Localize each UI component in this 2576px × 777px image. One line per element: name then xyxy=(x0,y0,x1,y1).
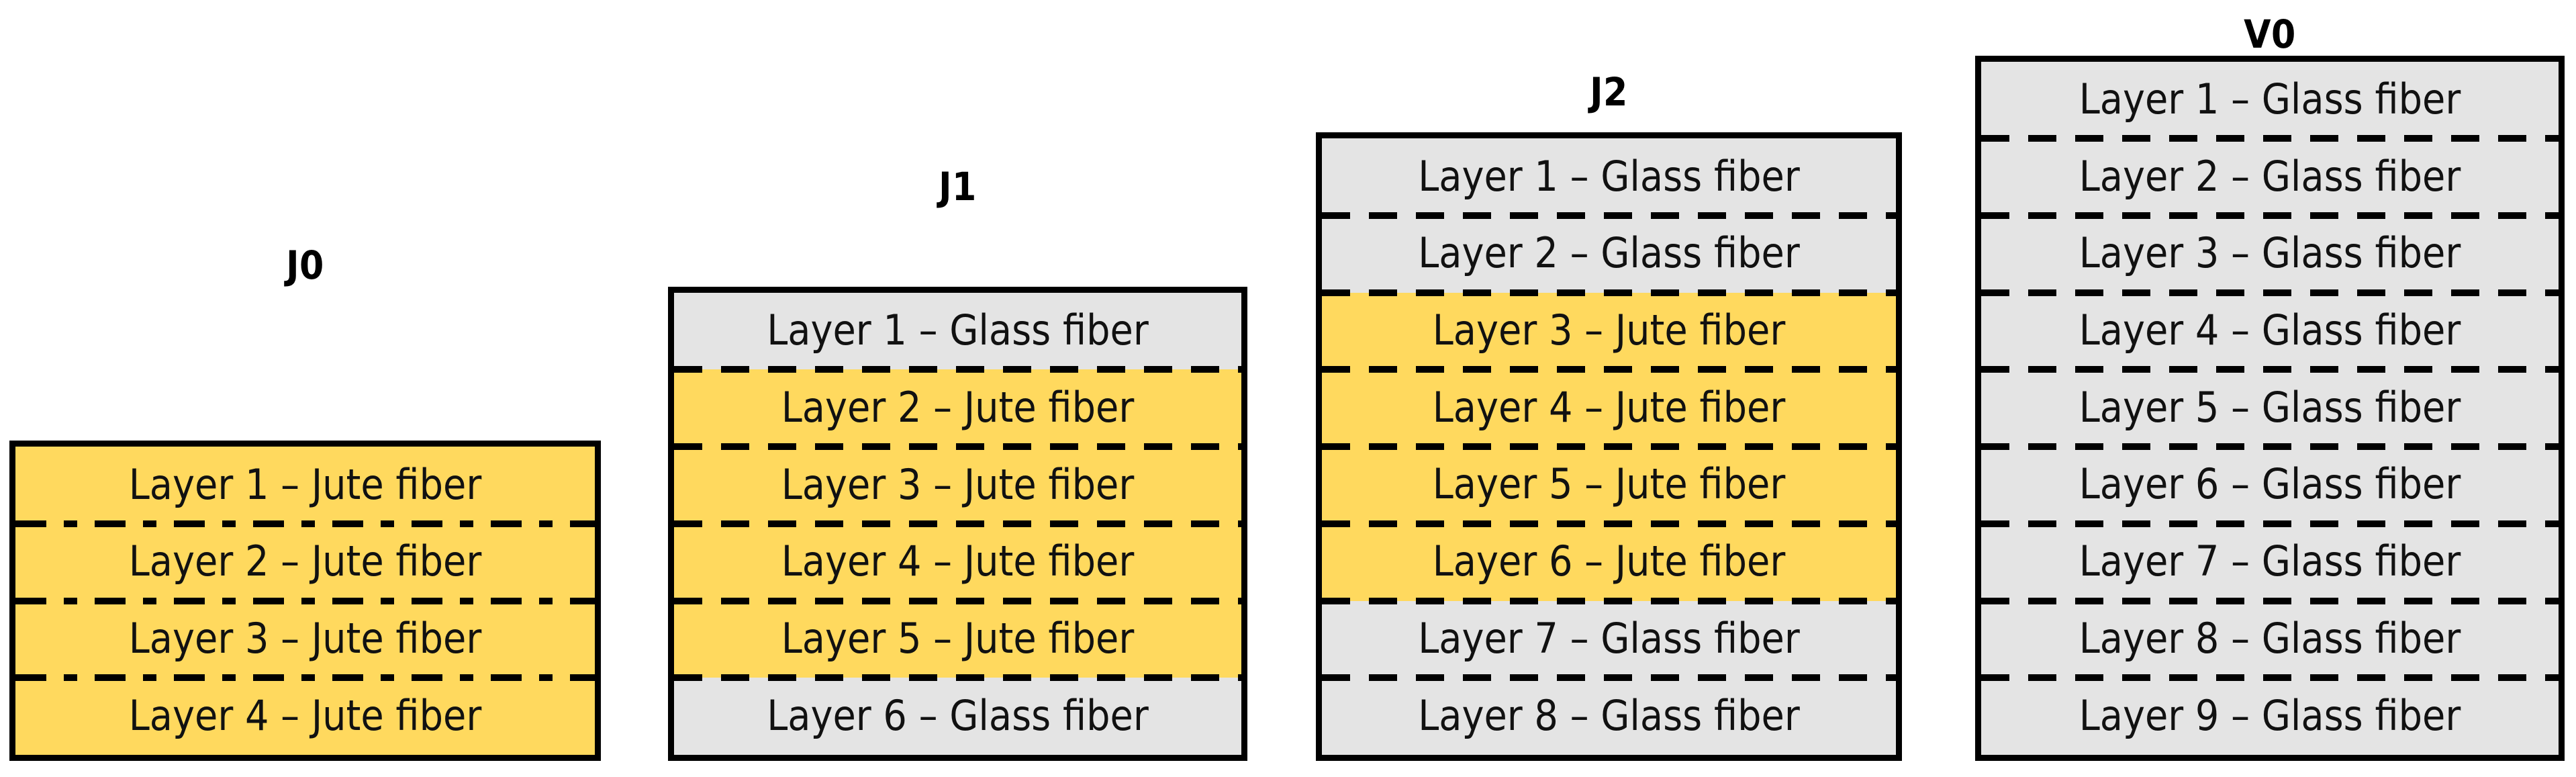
layer-label: Layer 7 – Glass fiber xyxy=(2079,537,2461,586)
layer-label: Layer 2 – Jute fiber xyxy=(781,382,1135,432)
layer-label: Layer 5 – Glass fiber xyxy=(2079,382,2461,432)
layer-row: Layer 1 – Glass fiber xyxy=(1322,138,1896,216)
layer-row: Layer 2 – Glass fiber xyxy=(1981,135,2559,216)
layer-label: Layer 6 – Glass fiber xyxy=(2079,459,2461,509)
layer-label: Layer 8 – Glass fiber xyxy=(2079,613,2461,663)
stack-title-j2: J2 xyxy=(1590,69,1628,115)
layer-label: Layer 1 – Glass fiber xyxy=(2079,75,2461,124)
layer-row: Layer 8 – Glass fiber xyxy=(1322,674,1896,755)
layer-row: Layer 3 – Jute fiber xyxy=(1322,289,1896,370)
layer-row: Layer 3 – Jute fiber xyxy=(674,443,1241,524)
layer-label: Layer 5 – Jute fiber xyxy=(1432,459,1786,509)
layer-row: Layer 7 – Glass fiber xyxy=(1981,520,2559,601)
layer-row: Layer 6 – Glass fiber xyxy=(674,674,1241,755)
layer-label: Layer 4 – Jute fiber xyxy=(1432,382,1786,432)
layer-row: Layer 5 – Jute fiber xyxy=(1322,443,1896,524)
layer-row: Layer 8 – Glass fiber xyxy=(1981,597,2559,678)
stack-title-j1: J1 xyxy=(939,164,977,210)
layer-label: Layer 5 – Jute fiber xyxy=(781,613,1135,663)
layer-row: Layer 5 – Glass fiber xyxy=(1981,366,2559,447)
layer-label: Layer 2 – Glass fiber xyxy=(2079,151,2461,201)
layer-row: Layer 9 – Glass fiber xyxy=(1981,674,2559,755)
layer-label: Layer 1 – Jute fiber xyxy=(128,459,482,509)
layer-label: Layer 3 – Jute fiber xyxy=(1432,306,1786,355)
layer-row: Layer 5 – Jute fiber xyxy=(674,597,1241,678)
layer-row: Layer 6 – Jute fiber xyxy=(1322,520,1896,601)
layer-row: Layer 1 – Jute fiber xyxy=(15,447,595,524)
layer-label: Layer 3 – Glass fiber xyxy=(2079,228,2461,278)
layer-row: Layer 2 – Glass fiber xyxy=(1322,212,1896,293)
layer-label: Layer 2 – Jute fiber xyxy=(128,537,482,586)
layer-label: Layer 2 – Glass fiber xyxy=(1418,228,1800,278)
layer-label: Layer 6 – Jute fiber xyxy=(1432,537,1786,586)
layer-label: Layer 4 – Jute fiber xyxy=(781,537,1135,586)
layer-row: Layer 4 – Jute fiber xyxy=(15,674,595,755)
layer-row: Layer 3 – Jute fiber xyxy=(15,597,595,678)
layer-label: Layer 1 – Glass fiber xyxy=(767,306,1149,355)
layer-row: Layer 4 – Jute fiber xyxy=(674,520,1241,601)
layer-row: Layer 6 – Glass fiber xyxy=(1981,443,2559,524)
layer-row: Layer 4 – Jute fiber xyxy=(1322,366,1896,447)
layer-row: Layer 2 – Jute fiber xyxy=(674,366,1241,447)
layer-row: Layer 2 – Jute fiber xyxy=(15,520,595,601)
layer-label: Layer 9 – Glass fiber xyxy=(2079,690,2461,740)
layer-label: Layer 3 – Jute fiber xyxy=(781,459,1135,509)
stack-title-v0: V0 xyxy=(2244,11,2296,57)
layer-label: Layer 7 – Glass fiber xyxy=(1418,613,1800,663)
layer-row: Layer 4 – Glass fiber xyxy=(1981,289,2559,370)
layer-label: Layer 8 – Glass fiber xyxy=(1418,690,1800,740)
layer-label: Layer 4 – Glass fiber xyxy=(2079,306,2461,355)
layer-label: Layer 1 – Glass fiber xyxy=(1418,151,1800,201)
layer-label: Layer 6 – Glass fiber xyxy=(767,690,1149,740)
layer-row: Layer 3 – Glass fiber xyxy=(1981,212,2559,293)
layer-row: Layer 7 – Glass fiber xyxy=(1322,597,1896,678)
layer-row: Layer 1 – Glass fiber xyxy=(674,292,1241,370)
layer-label: Layer 3 – Jute fiber xyxy=(128,613,482,663)
stack-title-j0: J0 xyxy=(286,242,324,288)
layer-row: Layer 1 – Glass fiber xyxy=(1981,61,2559,139)
layer-label: Layer 4 – Jute fiber xyxy=(128,690,482,740)
